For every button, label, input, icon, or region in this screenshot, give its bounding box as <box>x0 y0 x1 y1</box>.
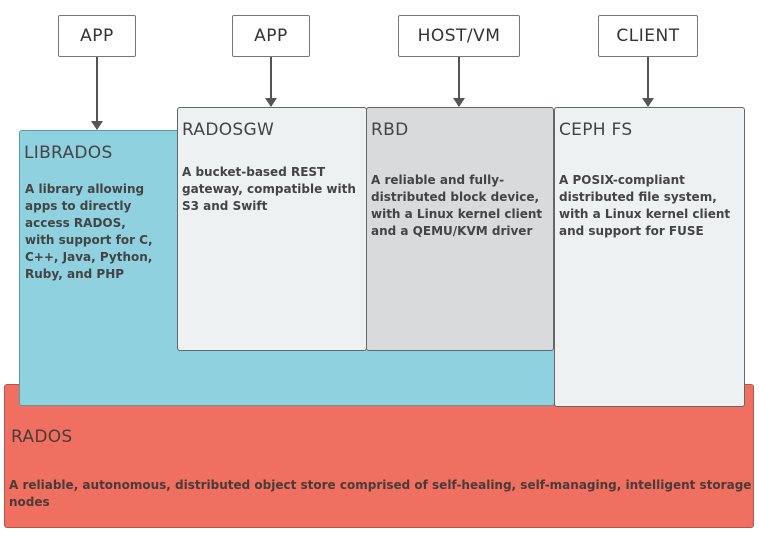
top-label-client: CLIENT <box>598 15 698 57</box>
librados-title: LIBRADOS <box>24 143 113 163</box>
rbd-box: RBD A reliable and fully-distributed blo… <box>366 107 554 351</box>
radosgw-description: A bucket-based REST gateway, compatible … <box>182 165 356 213</box>
librados-description: A library allowing apps to directly acce… <box>25 182 153 281</box>
cephfs-box: CEPH FS A POSIX-compliant distributed fi… <box>554 107 745 407</box>
rbd-title: RBD <box>371 120 409 140</box>
radosgw-title: RADOSGW <box>182 120 275 140</box>
rbd-description: A reliable and fully-distributed block d… <box>371 173 543 238</box>
arrow-app-to-radosgw <box>265 57 277 107</box>
arrow-client-to-cephfs <box>642 57 654 107</box>
radosgw-box: RADOSGW A bucket-based REST gateway, com… <box>177 107 367 351</box>
cephfs-description: A POSIX-compliant distributed file syste… <box>559 173 731 238</box>
top-label-app-1: APP <box>58 15 136 57</box>
top-label-host-vm: HOST/VM <box>398 15 520 57</box>
arrow-app-to-librados <box>91 57 103 130</box>
cephfs-title: CEPH FS <box>559 120 633 140</box>
rados-box: RADOS A reliable, autonomous, distribute… <box>4 384 754 528</box>
rados-description: A reliable, autonomous, distributed obje… <box>9 478 752 509</box>
arrow-host-vm-to-rbd <box>453 57 465 107</box>
rados-title: RADOS <box>11 427 73 447</box>
top-label-app-2: APP <box>232 15 310 57</box>
